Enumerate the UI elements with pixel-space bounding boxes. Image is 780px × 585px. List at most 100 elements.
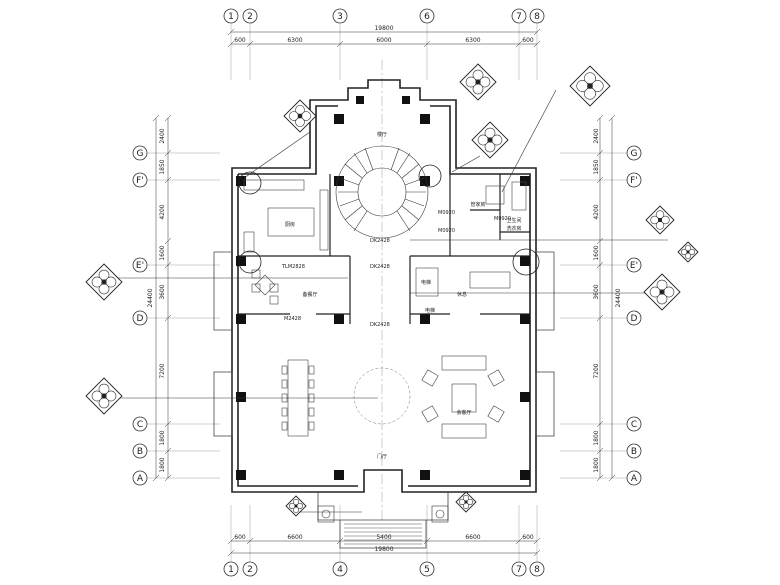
door-tag-2: DK2428 bbox=[370, 264, 390, 270]
dim-bottom-seg-3: 5400 bbox=[376, 534, 391, 541]
door-tag-6: M0920 bbox=[438, 210, 455, 216]
dim-top-seg-1: 600 bbox=[234, 37, 246, 44]
label-vestibule: 楼厅 bbox=[377, 131, 387, 138]
door-tag-5: M2428 bbox=[284, 316, 301, 322]
dim-bottom-seg-5: 600 bbox=[522, 534, 534, 541]
dim-bottom-seg-4: 6600 bbox=[465, 534, 480, 541]
axis-7-bottom: 7 bbox=[516, 565, 522, 575]
dim-bottom bbox=[227, 537, 541, 557]
dim-left-seg-7: 1800 bbox=[159, 430, 166, 445]
dim-top-seg-5: 600 bbox=[522, 37, 534, 44]
door-tag-4: TLM2828 bbox=[281, 264, 305, 270]
loop-markers bbox=[238, 164, 540, 276]
door-tag-8: M0920 bbox=[494, 216, 511, 222]
label-living: 会客厅 bbox=[456, 409, 471, 416]
dim-right-seg-4: 1600 bbox=[593, 245, 600, 260]
label-entrance: 门厅 bbox=[377, 453, 387, 460]
axis-1-top: 1 bbox=[228, 12, 234, 22]
label-lift-door: 电梯 bbox=[425, 307, 435, 314]
label-kitchen: 厨房 bbox=[285, 221, 295, 228]
axis-F-left: F' bbox=[136, 176, 144, 186]
axis-G-right: G bbox=[631, 149, 638, 159]
dim-right-seg-8: 1800 bbox=[593, 457, 600, 472]
elevation-index-8 bbox=[643, 273, 681, 311]
elevation-index-9 bbox=[285, 495, 307, 517]
axis-6-top: 6 bbox=[424, 12, 430, 22]
entrance-circle bbox=[353, 367, 411, 425]
spiral-stair bbox=[335, 145, 429, 239]
axis-lines bbox=[147, 23, 627, 562]
door-tag-7: M0920 bbox=[438, 228, 455, 234]
label-dining: 备餐厅 bbox=[302, 291, 317, 298]
elevation-index-11 bbox=[677, 241, 699, 263]
axis-5-bottom: 5 bbox=[424, 565, 430, 575]
dim-bottom-seg-2: 6600 bbox=[287, 534, 302, 541]
axis-A-right: A bbox=[631, 474, 638, 484]
axis-B-right: B bbox=[631, 447, 637, 457]
dim-bottom-total: 19800 bbox=[374, 546, 393, 553]
dim-top-seg-4: 6300 bbox=[465, 37, 480, 44]
dim-right-seg-3: 4200 bbox=[593, 204, 600, 219]
elevation-index-3 bbox=[569, 65, 611, 107]
elevation-index-5 bbox=[85, 263, 123, 301]
dim-left-seg-2: 1850 bbox=[159, 159, 166, 174]
dim-left-seg-4: 1600 bbox=[159, 245, 166, 260]
elevation-index-6 bbox=[85, 377, 123, 415]
dim-bottom-seg-1: 600 bbox=[234, 534, 246, 541]
axis-E-right: E' bbox=[630, 261, 638, 271]
entrance-planters bbox=[317, 505, 449, 523]
axis-B-left: B bbox=[137, 447, 143, 457]
lounge-fixtures bbox=[415, 181, 527, 297]
label-elevator: 电梯 bbox=[421, 279, 431, 286]
label-storage: 洗衣房 bbox=[506, 225, 521, 232]
dim-left bbox=[152, 114, 172, 482]
axis-3-top: 3 bbox=[337, 12, 343, 22]
axis-C-right: C bbox=[631, 420, 637, 430]
dim-right bbox=[596, 114, 616, 482]
elevation-index-1 bbox=[283, 99, 317, 133]
axis-2-top: 2 bbox=[247, 12, 253, 22]
axis-E-left: E' bbox=[136, 261, 144, 271]
dim-right-seg-1: 2400 bbox=[593, 128, 600, 143]
dim-right-seg-5: 3600 bbox=[593, 284, 600, 299]
small-dining-table bbox=[251, 269, 279, 305]
dim-left-seg-3: 4200 bbox=[159, 204, 166, 219]
dim-left-total: 24400 bbox=[147, 288, 154, 307]
axis-G-left: G bbox=[137, 149, 144, 159]
dim-top-seg-2: 6300 bbox=[287, 37, 302, 44]
axis-F-right: F' bbox=[630, 176, 638, 186]
dim-left-seg-8: 1800 bbox=[159, 457, 166, 472]
elevation-index-7 bbox=[645, 205, 675, 235]
elevation-index-2 bbox=[459, 63, 497, 101]
dim-right-seg-2: 1850 bbox=[593, 159, 600, 174]
label-lounge: 休息 bbox=[457, 291, 467, 298]
axis-1-bottom: 1 bbox=[228, 565, 234, 575]
dim-left-seg-1: 2400 bbox=[159, 128, 166, 143]
dim-top-total: 19800 bbox=[374, 25, 393, 32]
elevation-index-4 bbox=[471, 121, 509, 159]
axis-8-bottom: 8 bbox=[534, 565, 540, 575]
axis-D-right: D bbox=[631, 314, 638, 324]
columns bbox=[236, 96, 530, 480]
entrance-steps bbox=[344, 523, 422, 545]
door-tag-3: DK2428 bbox=[370, 322, 390, 328]
dim-left-seg-6: 7200 bbox=[159, 363, 166, 378]
axis-4-bottom: 4 bbox=[337, 565, 343, 575]
axis-7-top: 7 bbox=[516, 12, 522, 22]
axis-2-bottom: 2 bbox=[247, 565, 253, 575]
dim-right-seg-6: 7200 bbox=[593, 363, 600, 378]
axis-A-left: A bbox=[137, 474, 144, 484]
elevation-index-markers bbox=[85, 63, 699, 517]
axis-C-left: C bbox=[137, 420, 143, 430]
axis-bottom bbox=[223, 561, 545, 577]
axis-D-left: D bbox=[137, 314, 144, 324]
elevation-index-10 bbox=[455, 491, 477, 513]
axis-8-top: 8 bbox=[534, 12, 540, 22]
living-room-sofas bbox=[421, 355, 505, 439]
interior-walls bbox=[238, 174, 530, 324]
door-tag-1: DK2428 bbox=[370, 238, 390, 244]
dim-top-seg-3: 6000 bbox=[376, 37, 391, 44]
section-lines bbox=[118, 89, 668, 513]
label-bedroom: 管家房 bbox=[470, 201, 485, 208]
